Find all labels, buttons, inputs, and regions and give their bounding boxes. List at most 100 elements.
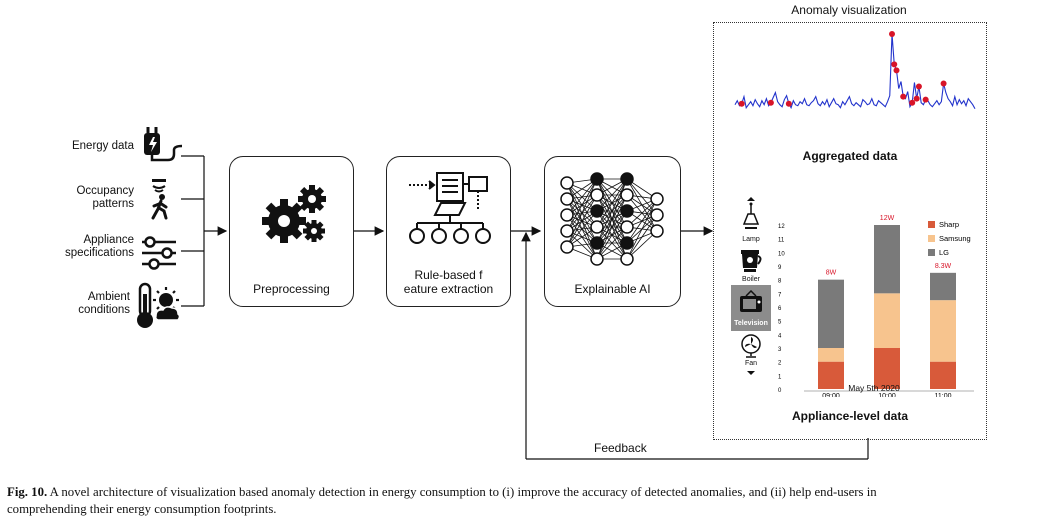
panel-title: Anomaly visualization	[791, 3, 907, 17]
anomaly-point	[738, 100, 745, 107]
anomaly-point	[767, 99, 774, 106]
y-tick-label: 10	[778, 251, 785, 257]
input-label-appliance: Appliance specifications	[64, 234, 134, 259]
aggregated-series-line	[734, 34, 976, 110]
chevron-down-icon	[747, 371, 755, 375]
nn-node	[620, 252, 634, 266]
preprocessing-box: Preprocessing	[229, 156, 354, 307]
anomaly-point	[940, 80, 947, 87]
y-tick-label: 2	[778, 361, 782, 367]
nn-node	[590, 204, 604, 218]
y-tick-label: 4	[778, 333, 782, 339]
nn-node	[590, 236, 604, 250]
y-tick-label: 0	[778, 388, 782, 394]
aggregated-data-label: Aggregated data	[802, 149, 898, 163]
x-tick-label: 10:00	[878, 393, 896, 397]
nn-node	[650, 208, 664, 222]
feature-extraction-box: Rule-based f eature extraction	[386, 156, 511, 307]
bar-segment-sharp	[818, 361, 844, 389]
figure-number: Fig. 10.	[7, 485, 48, 499]
bar-segment-lg	[930, 272, 956, 301]
anomaly-point	[909, 99, 916, 106]
anomaly-point	[891, 61, 898, 68]
y-tick-label: 8	[778, 279, 782, 285]
nn-node	[650, 192, 664, 206]
thermometer-sun-icon	[137, 282, 181, 328]
nn-node	[590, 252, 604, 266]
bar-data-label: 12W	[880, 215, 895, 222]
anomaly-point	[889, 31, 896, 38]
anomaly-point	[915, 83, 922, 90]
nn-node	[620, 204, 634, 218]
nn-node	[590, 220, 604, 234]
figure-caption: Fig. 10. A novel architecture of visuali…	[7, 484, 1047, 518]
nn-node	[590, 172, 604, 186]
legend-label: Samsung	[939, 234, 971, 243]
y-tick-label: 5	[778, 320, 782, 326]
bar-data-label: 8.3W	[935, 263, 952, 270]
legend-swatch	[928, 221, 935, 228]
x-tick-label: 09:00	[822, 393, 840, 397]
bar-segment-lg	[874, 225, 900, 294]
nn-node	[590, 188, 604, 202]
input-label-ambient: Ambient conditions	[78, 291, 130, 316]
anomaly-point	[893, 67, 900, 74]
nn-node	[560, 192, 574, 206]
legend-swatch	[928, 235, 935, 242]
bar-data-label: 8W	[826, 270, 837, 277]
legend-label: Sharp	[939, 220, 959, 229]
bar-segment-lg	[818, 279, 844, 348]
chevron-up-icon	[747, 197, 755, 201]
connectors	[181, 155, 869, 460]
plug-icon	[144, 127, 182, 162]
y-tick-label: 1	[778, 374, 782, 380]
feedback-label: Feedback	[594, 441, 647, 455]
y-tick-label: 12	[778, 224, 785, 230]
bar-chart-date-label: May 5th 2020	[848, 383, 900, 393]
anomaly-point	[900, 93, 907, 100]
anomaly-point	[913, 95, 920, 102]
appliance-label-lamp[interactable]: Lamp	[742, 236, 760, 243]
aggregated-line-chart	[734, 31, 976, 110]
nn-node	[620, 236, 634, 250]
appliance-label-boiler[interactable]: Boiler	[742, 276, 760, 283]
boiler-icon	[741, 250, 762, 272]
y-tick-label: 6	[778, 306, 782, 312]
anomaly-point	[922, 96, 929, 103]
nn-node	[650, 224, 664, 238]
input-label-occupancy: Occupancy patterns	[76, 185, 134, 210]
legend-swatch	[928, 249, 935, 256]
x-tick-label: 11:00	[935, 393, 952, 397]
caption-text-line2: comprehending their energy consumption f…	[7, 502, 277, 516]
bar-segment-samsung	[874, 293, 900, 348]
nn-node	[560, 208, 574, 222]
bar-segment-sharp	[930, 361, 956, 389]
explainable-ai-box: Explainable AI	[544, 156, 681, 307]
appliance-label-fan[interactable]: Fan	[744, 360, 758, 367]
flowchart-icon	[409, 172, 491, 244]
nn-node	[620, 188, 634, 202]
lamp-icon	[742, 202, 760, 229]
y-tick-label: 11	[778, 238, 785, 244]
y-tick-label: 9	[778, 265, 782, 271]
appliance-label-television[interactable]: Television	[734, 320, 768, 327]
neural-network-icon	[560, 172, 664, 266]
sliders-icon	[142, 236, 176, 270]
y-tick-label: 7	[778, 292, 782, 298]
fan-icon	[741, 334, 761, 358]
nn-node	[560, 240, 574, 254]
bar-segment-samsung	[930, 300, 956, 362]
input-label-energy: Energy data	[71, 140, 134, 152]
bar-segment-sharp	[874, 348, 900, 389]
preprocessing-label: Preprocessing	[253, 282, 330, 296]
anomaly-point	[785, 100, 792, 107]
person-sensor-icon	[151, 179, 168, 220]
caption-text: A novel architecture of visualization ba…	[47, 485, 877, 499]
nn-node	[560, 224, 574, 238]
bar-segment-samsung	[818, 348, 844, 362]
nn-node	[620, 172, 634, 186]
explainable-ai-label: Explainable AI	[574, 282, 651, 296]
gears-icon	[262, 185, 326, 243]
appliance-level-label: Appliance-level data	[791, 409, 909, 423]
television-icon	[740, 290, 762, 312]
